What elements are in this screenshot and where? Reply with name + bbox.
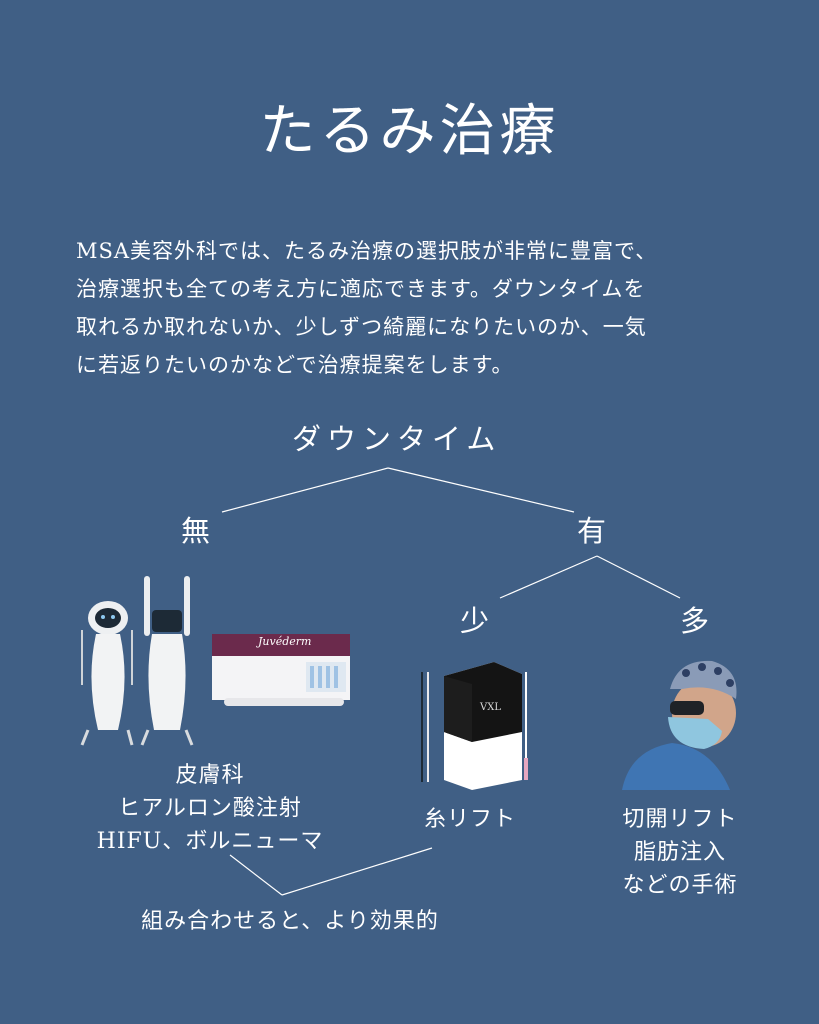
surgeon-image bbox=[622, 660, 737, 790]
branch-label-little: 少 bbox=[460, 604, 490, 638]
connector-root-none bbox=[221, 467, 389, 513]
treatment-item: 皮膚科 bbox=[175, 763, 245, 788]
treatment-list-little-downtime: 糸リフト bbox=[400, 803, 540, 836]
thread-lift-graphic bbox=[421, 662, 528, 790]
connector-combo-left bbox=[229, 854, 283, 896]
branch-label-none: 無 bbox=[181, 514, 211, 548]
intro-line: MSA美容外科では、たるみ治療の選択肢が非常に豊富で、 bbox=[76, 239, 658, 263]
combination-note: 組み合わせると、より効果的 bbox=[141, 909, 439, 934]
treatment-list-much-downtime: 切開リフト 脂肪注入 などの手術 bbox=[592, 803, 768, 902]
treatment-item: HIFU、ボルニューマ bbox=[96, 829, 324, 854]
treatment-item: 糸リフト bbox=[423, 807, 516, 832]
juvederm-product-image: Juvéderm bbox=[210, 632, 352, 714]
root-label-downtime: ダウンタイム bbox=[292, 422, 502, 456]
connector-root-yes bbox=[387, 467, 575, 513]
connector-combo-right bbox=[281, 847, 433, 896]
branch-label-much: 多 bbox=[680, 604, 710, 638]
hifu-device-image bbox=[80, 576, 194, 746]
page-title: たるみ治療 bbox=[259, 99, 560, 164]
juvederm-box-graphic bbox=[212, 634, 350, 706]
juvederm-brand-text: Juvéderm bbox=[258, 635, 312, 648]
treatment-item: ヒアルロン酸注射 bbox=[118, 796, 302, 821]
vxl-brand-text: VXL bbox=[480, 702, 501, 713]
treatment-item: 脂肪注入 bbox=[633, 840, 726, 865]
treatment-list-no-downtime: 皮膚科 ヒアルロン酸注射 HIFU、ボルニューマ bbox=[66, 759, 354, 858]
connector-yes-much bbox=[596, 555, 681, 599]
intro-text: MSA美容外科では、たるみ治療の選択肢が非常に豊富で、 治療選択も全ての考え方に… bbox=[76, 232, 756, 384]
intro-line: 取れるか取れないか、少しずつ綺麗になりたいのか、一気 bbox=[76, 315, 647, 339]
intro-line: 治療選択も全ての考え方に適応できます。ダウンタイムを bbox=[76, 277, 646, 301]
branch-label-yes: 有 bbox=[577, 514, 607, 548]
treatment-item: 切開リフト bbox=[622, 807, 738, 832]
thread-lift-product-image: VXL bbox=[414, 662, 534, 792]
treatment-item: などの手術 bbox=[622, 873, 738, 898]
intro-line: に若返りたいのかなどで治療提案をします。 bbox=[76, 353, 514, 377]
connector-yes-little bbox=[499, 555, 598, 599]
